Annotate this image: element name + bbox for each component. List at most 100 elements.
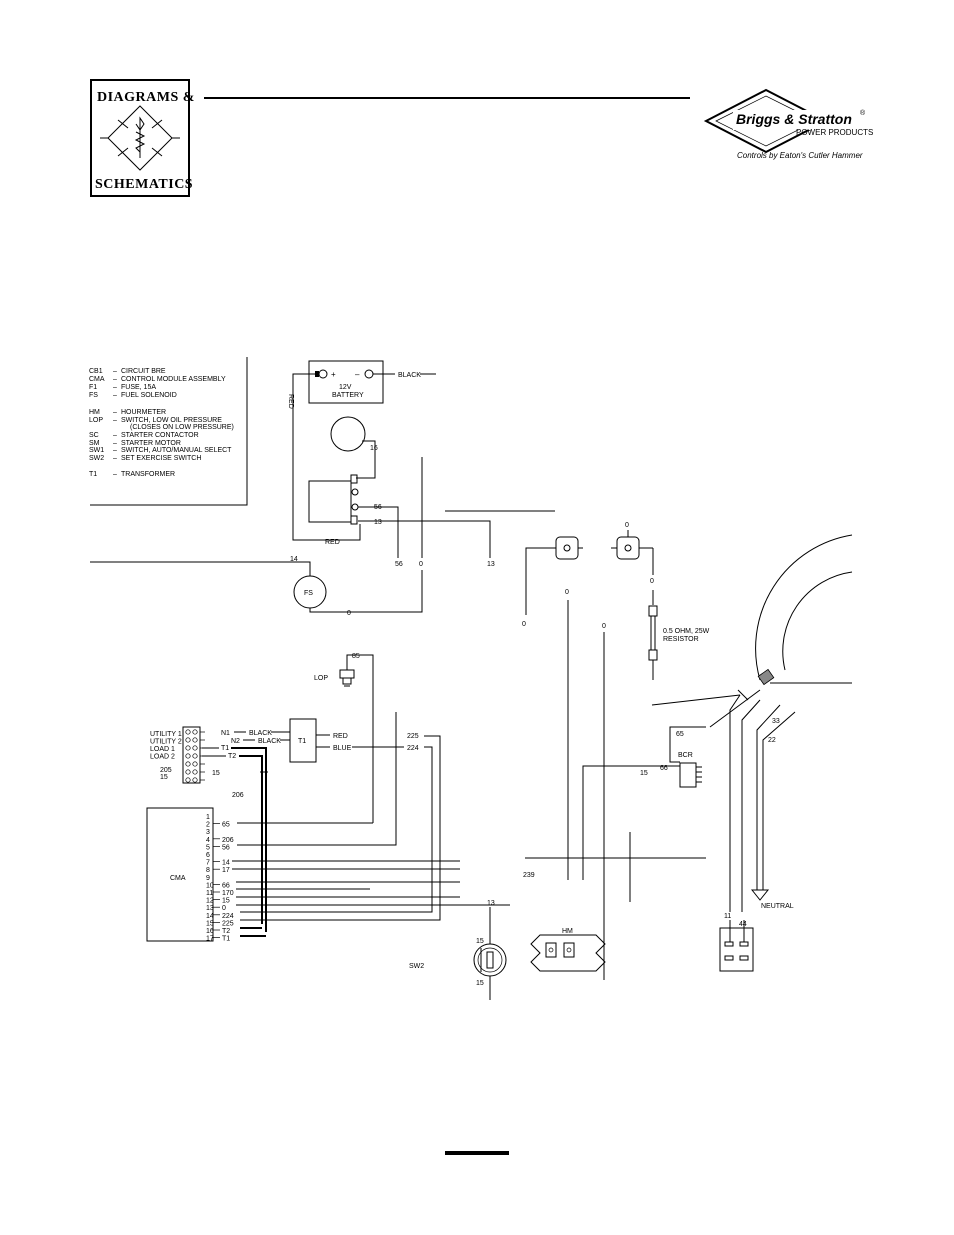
lop-label: LOP: [314, 675, 328, 682]
legend-code: SM: [89, 440, 100, 447]
legend-code: FS: [89, 392, 98, 399]
battery-plus: +: [331, 370, 336, 379]
terminal-label: LOAD 1: [150, 746, 175, 753]
battery-label: BATTERY: [332, 392, 364, 399]
cma-pin-number: 1: [206, 814, 210, 821]
wire-33: 33: [772, 718, 780, 725]
wire-224: 224: [407, 745, 419, 752]
wire-66: 66: [660, 765, 668, 772]
output-receptacle: 11 44: [719, 913, 754, 972]
wire-black-1: BLACK: [249, 730, 272, 737]
legend-code: SW1: [89, 447, 104, 454]
wire-t1: T1: [221, 745, 229, 752]
generator-stator: [755, 534, 853, 686]
wire-22: 22: [768, 737, 776, 744]
cma-pin-wire: 0: [222, 905, 226, 912]
cma-pin-number: 10: [206, 882, 214, 889]
cma-pin-wire: 206: [222, 837, 234, 844]
legend-desc: TRANSFORMER: [121, 471, 175, 478]
battery-voltage: 12V: [339, 384, 352, 391]
bridge-rectifier-icon: [100, 105, 180, 171]
fuel-solenoid: FS: [293, 575, 327, 609]
legend-desc: FUEL SOLENOID: [121, 392, 177, 399]
legend-desc: FUSE, 15A: [121, 384, 156, 391]
wire-239: 239: [523, 872, 535, 879]
battery-charge-relay: BCR: [678, 752, 702, 788]
wire-neutral: NEUTRAL: [761, 903, 794, 910]
legend-code: CMA: [89, 376, 105, 383]
wire-label-red-3: RED: [333, 733, 348, 740]
terminal-label: LOAD 2: [150, 754, 175, 761]
cma-pin-wire: 56: [222, 844, 230, 851]
transformer-label: T1: [298, 738, 306, 745]
legend-dash: –: [113, 455, 117, 462]
wire-15d: 15: [476, 938, 484, 945]
cma-pin-wire: 225: [222, 920, 234, 927]
battery-minus: –: [355, 370, 360, 379]
legend-code: LOP: [89, 417, 103, 424]
cma-pin-wire: 224: [222, 913, 234, 920]
cma-label: CMA: [170, 875, 186, 882]
briggs-stratton-logo: Briggs & Stratton ® POWER PRODUCTS Contr…: [703, 88, 873, 160]
cma-pin-number: 11: [206, 890, 213, 897]
wire-0d: 0: [565, 589, 569, 596]
fuse-f1: [611, 536, 653, 560]
cma-pin-wire: 17: [222, 867, 230, 874]
wire-16: 16: [370, 445, 378, 452]
legend-desc: HOURMETER: [121, 409, 166, 416]
wire-206: 206: [232, 792, 244, 799]
wire-label-black: BLACK: [398, 372, 421, 379]
wire-t2: T2: [228, 753, 236, 760]
wire-15a: 15: [160, 774, 168, 781]
page-number-bar: [445, 1151, 509, 1155]
brand-name: Briggs & Stratton: [736, 111, 852, 127]
brand-controls-note: Controls by Eaton's Cutler Hammer: [737, 151, 863, 160]
brand-subtitle: POWER PRODUCTS: [796, 128, 873, 137]
legend-desc: STARTER MOTOR: [121, 440, 181, 447]
legend-dash: –: [113, 447, 117, 454]
transformer-t1: T1: [289, 718, 330, 763]
legend-dash: –: [113, 409, 117, 416]
legend-desc: SET EXERCISE SWITCH: [121, 455, 201, 462]
hm-label: HM: [562, 928, 573, 935]
resistor-label: RESISTOR: [663, 636, 699, 643]
wire-11: 11: [724, 913, 731, 920]
wire-label-red: RED: [287, 394, 294, 409]
wire-15c: 15: [640, 770, 648, 777]
cma-pin-wire: 14: [222, 860, 230, 867]
wire-n2: N2: [231, 738, 240, 745]
starter-motor: 16: [330, 416, 378, 479]
brand-registered-mark: ®: [860, 109, 866, 117]
set-exercise-switch: SW2: [409, 943, 507, 977]
cma-pin-number: 15: [206, 920, 214, 927]
cma-pin-wire: 66: [222, 882, 230, 889]
legend-dash: –: [113, 417, 117, 424]
terminal-block: [182, 726, 205, 784]
fuel-solenoid-label: FS: [304, 590, 313, 597]
legend-dash: –: [113, 384, 117, 391]
wire-15b: 15: [212, 770, 220, 777]
wire-0f: 0: [650, 578, 654, 585]
legend-code: CB1: [89, 368, 103, 375]
resistor-rating: 0.5 OHM, 25W: [663, 628, 710, 635]
legend-code: T1: [89, 471, 97, 478]
legend-dash: –: [113, 376, 117, 383]
wire-0b: 0: [347, 610, 351, 617]
wire-label-blue: BLUE: [333, 745, 352, 752]
wire-0e: 0: [625, 522, 629, 529]
cma-pin-wire: 15: [222, 898, 230, 905]
legend-code: F1: [89, 384, 97, 391]
cma-pin-number: 4: [206, 837, 210, 844]
cma-pin-number: 2: [206, 822, 210, 829]
wire-0a: 0: [419, 561, 423, 568]
cma-pin-number: 14: [206, 913, 214, 920]
legend-dash: –: [113, 432, 117, 439]
legend-code: HM: [89, 409, 100, 416]
wire-label-red-2: RED: [325, 539, 340, 546]
wire-15e: 15: [476, 980, 484, 987]
low-oil-pressure-switch: LOP: [314, 660, 355, 687]
legend-desc: SWITCH, AUTO/MANUAL SELECT: [121, 447, 232, 454]
cma-pin-number: 3: [206, 829, 210, 836]
